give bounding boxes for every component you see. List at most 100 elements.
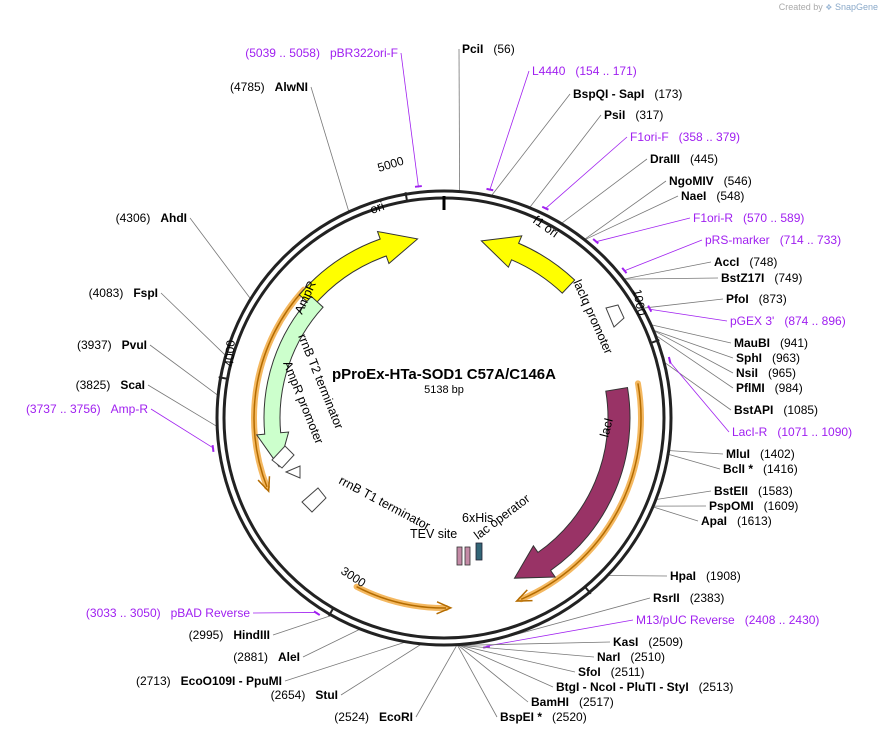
feature-arrow-f1-ori[interactable] xyxy=(480,235,576,294)
leader-line xyxy=(460,641,611,646)
enzyme-site-ecoo109i-ppumi[interactable]: EcoO109I - PpuMI(2713) xyxy=(136,674,282,688)
site-name: NarI xyxy=(597,650,620,664)
enzyme-site-hpai[interactable]: HpaI(1908) xyxy=(670,569,741,583)
enzyme-site-ecori[interactable]: EcoRI(2524) xyxy=(334,710,413,724)
primer-site-m13-puc-reverse[interactable]: M13/pUC Reverse(2408 .. 2430) xyxy=(636,613,819,627)
enzyme-site-rsrii[interactable]: RsrII(2383) xyxy=(653,591,724,605)
feature-label-tev-site: TEV site xyxy=(410,527,457,541)
feature-arrow-laci[interactable] xyxy=(513,386,631,579)
lac-operator-box[interactable] xyxy=(475,542,483,561)
enzyme-site-alwni[interactable]: AlwNI(4785) xyxy=(230,80,308,94)
site-position: (2511) xyxy=(611,665,645,679)
feature-label-rrnB-T1: rrnB T1 terminator xyxy=(337,473,433,533)
enzyme-site-kasi[interactable]: KasI(2509) xyxy=(613,635,683,649)
lacIq-promoter-arrow[interactable] xyxy=(605,304,625,328)
primer-mark xyxy=(592,238,599,245)
enzyme-site-nari[interactable]: NarI(2510) xyxy=(597,650,665,664)
his-tag-box[interactable] xyxy=(464,546,471,566)
site-position: (3737 .. 3756) xyxy=(26,402,101,416)
feature-arrow-ampr[interactable] xyxy=(255,295,324,468)
enzyme-site-draiii[interactable]: DraIII(445) xyxy=(650,152,718,166)
enzyme-site-bstapi[interactable]: BstAPI(1085) xyxy=(734,403,818,417)
site-name: NaeI xyxy=(681,189,706,203)
ampr-promoter-arrow[interactable] xyxy=(284,465,301,479)
site-name: ScaI xyxy=(120,378,145,392)
site-position: (3033 .. 3050) xyxy=(86,606,161,620)
primer-site-l4440[interactable]: L4440(154 .. 171) xyxy=(532,64,637,78)
enzyme-site-alei[interactable]: AleI(2881) xyxy=(233,650,300,664)
enzyme-site-fspi[interactable]: FspI(4083) xyxy=(89,286,158,300)
site-name: BstEII xyxy=(714,484,748,498)
site-name: BamHI xyxy=(531,695,569,709)
tick-mark xyxy=(327,606,335,617)
enzyme-site-bspqi-sapi[interactable]: BspQI - SapI(173) xyxy=(573,87,682,101)
site-position: (548) xyxy=(716,189,744,203)
enzyme-site-pflmi[interactable]: PflMI(984) xyxy=(736,381,803,395)
enzyme-site-pvui[interactable]: PvuI(3937) xyxy=(77,338,147,352)
primer-mark xyxy=(211,445,215,453)
leader-line xyxy=(150,408,215,449)
center-label: pProEx-HTa-SOD1 C57A/C146A 5138 bp xyxy=(332,366,556,396)
enzyme-site-bstz17i[interactable]: BstZ17I(749) xyxy=(721,271,802,285)
site-name: pGEX 3' xyxy=(730,314,774,328)
site-name: M13/pUC Reverse xyxy=(636,613,735,627)
enzyme-site-naei[interactable]: NaeI (548) xyxy=(681,189,744,203)
enzyme-site-acci[interactable]: AccI(748) xyxy=(714,255,777,269)
enzyme-site-psii[interactable]: PsiI(317) xyxy=(604,108,663,122)
enzyme-site-maubi[interactable]: MauBI(941) xyxy=(734,336,808,350)
site-position: (5039 .. 5058) xyxy=(245,46,320,60)
leader-line xyxy=(608,575,668,577)
enzyme-site-sfoi[interactable]: SfoI(2511) xyxy=(578,665,644,679)
enzyme-site-mlui[interactable]: MluI(1402) xyxy=(726,447,795,461)
primer-mark xyxy=(621,267,628,274)
primer-site-prs-marker[interactable]: pRS-marker(714 .. 733) xyxy=(705,233,841,247)
enzyme-site-pcii[interactable]: PciI(56) xyxy=(462,42,515,56)
credit-prefix: Created by xyxy=(778,2,823,12)
site-position: (570 .. 589) xyxy=(743,211,804,225)
enzyme-site-btgi-ncoi-pluti-styi[interactable]: BtgI - NcoI - PluTI - StyI(2513) xyxy=(556,680,733,694)
site-name: NsiI xyxy=(736,366,758,380)
enzyme-site-bsteii[interactable]: BstEII(1583) xyxy=(714,484,793,498)
enzyme-site-nsii[interactable]: NsiI(965) xyxy=(736,366,796,380)
backbone-outer-ring xyxy=(215,189,673,647)
site-name: BstAPI xyxy=(734,403,773,417)
site-labels: PciI(56) L4440(154 .. 171) BspQI - SapI(17… xyxy=(26,42,852,724)
leader-line xyxy=(189,217,251,299)
enzyme-site-scai[interactable]: ScaI(3825) xyxy=(76,378,145,392)
enzyme-site-pfoi[interactable]: PfoI(873) xyxy=(726,292,787,306)
enzyme-site-pspomi[interactable]: PspOMI(1609) xyxy=(709,499,798,513)
primer-site-amp-r[interactable]: Amp-R(3737 .. 3756) xyxy=(26,402,148,416)
primer-site-pbad-reverse[interactable]: pBAD Reverse(3033 .. 3050) xyxy=(86,606,250,620)
site-position: (56) xyxy=(493,42,514,56)
rrnB-T1-terminator-arrow[interactable] xyxy=(301,487,327,513)
site-name: PvuI xyxy=(122,338,147,352)
enzyme-site-apai[interactable]: ApaI(1613) xyxy=(701,514,772,528)
enzyme-site-bcli[interactable]: BclI *(1416) xyxy=(723,462,798,476)
enzyme-site-ahdi[interactable]: AhdI(4306) xyxy=(116,211,187,225)
enzyme-site-stui[interactable]: StuI(2654) xyxy=(271,688,338,702)
primer-site-f1ori-r[interactable]: F1ori-R(570 .. 589) xyxy=(693,211,804,225)
enzyme-site-bamhi[interactable]: BamHI(2517) xyxy=(531,695,614,709)
site-name: EcoRI xyxy=(379,710,413,724)
enzyme-site-hindiii[interactable]: HindIII(2995) xyxy=(189,628,270,642)
tev-site-box[interactable] xyxy=(456,546,463,566)
site-position: (4083) xyxy=(89,286,124,300)
site-position: (873) xyxy=(759,292,787,306)
site-name: BstZ17I xyxy=(721,271,764,285)
site-position: (2995) xyxy=(189,628,224,642)
enzyme-site-ngomiv[interactable]: NgoMIV(546) xyxy=(669,174,752,188)
enzyme-site-bspei[interactable]: BspEI *(2520) xyxy=(500,710,587,724)
tick-mark xyxy=(583,585,592,595)
primer-site-laci-r[interactable]: LacI-R(1071 .. 1090) xyxy=(732,425,852,439)
rrnB-T2-terminator-arrow[interactable] xyxy=(271,445,295,469)
leader-line xyxy=(459,645,554,688)
primer-site-pgex-3[interactable]: pGEX 3'(874 .. 896) xyxy=(730,314,846,328)
primer-site-f1ori-f[interactable]: F1ori-F(358 .. 379) xyxy=(630,130,740,144)
site-name: HpaI xyxy=(670,569,696,583)
primer-site-pbr322ori-f[interactable]: pBR322ori-F(5039 .. 5058) xyxy=(245,46,398,60)
enzyme-site-sphi[interactable]: SphI(963) xyxy=(736,351,800,365)
site-position: (173) xyxy=(654,87,682,101)
feature-arrow-ori[interactable] xyxy=(298,230,419,308)
